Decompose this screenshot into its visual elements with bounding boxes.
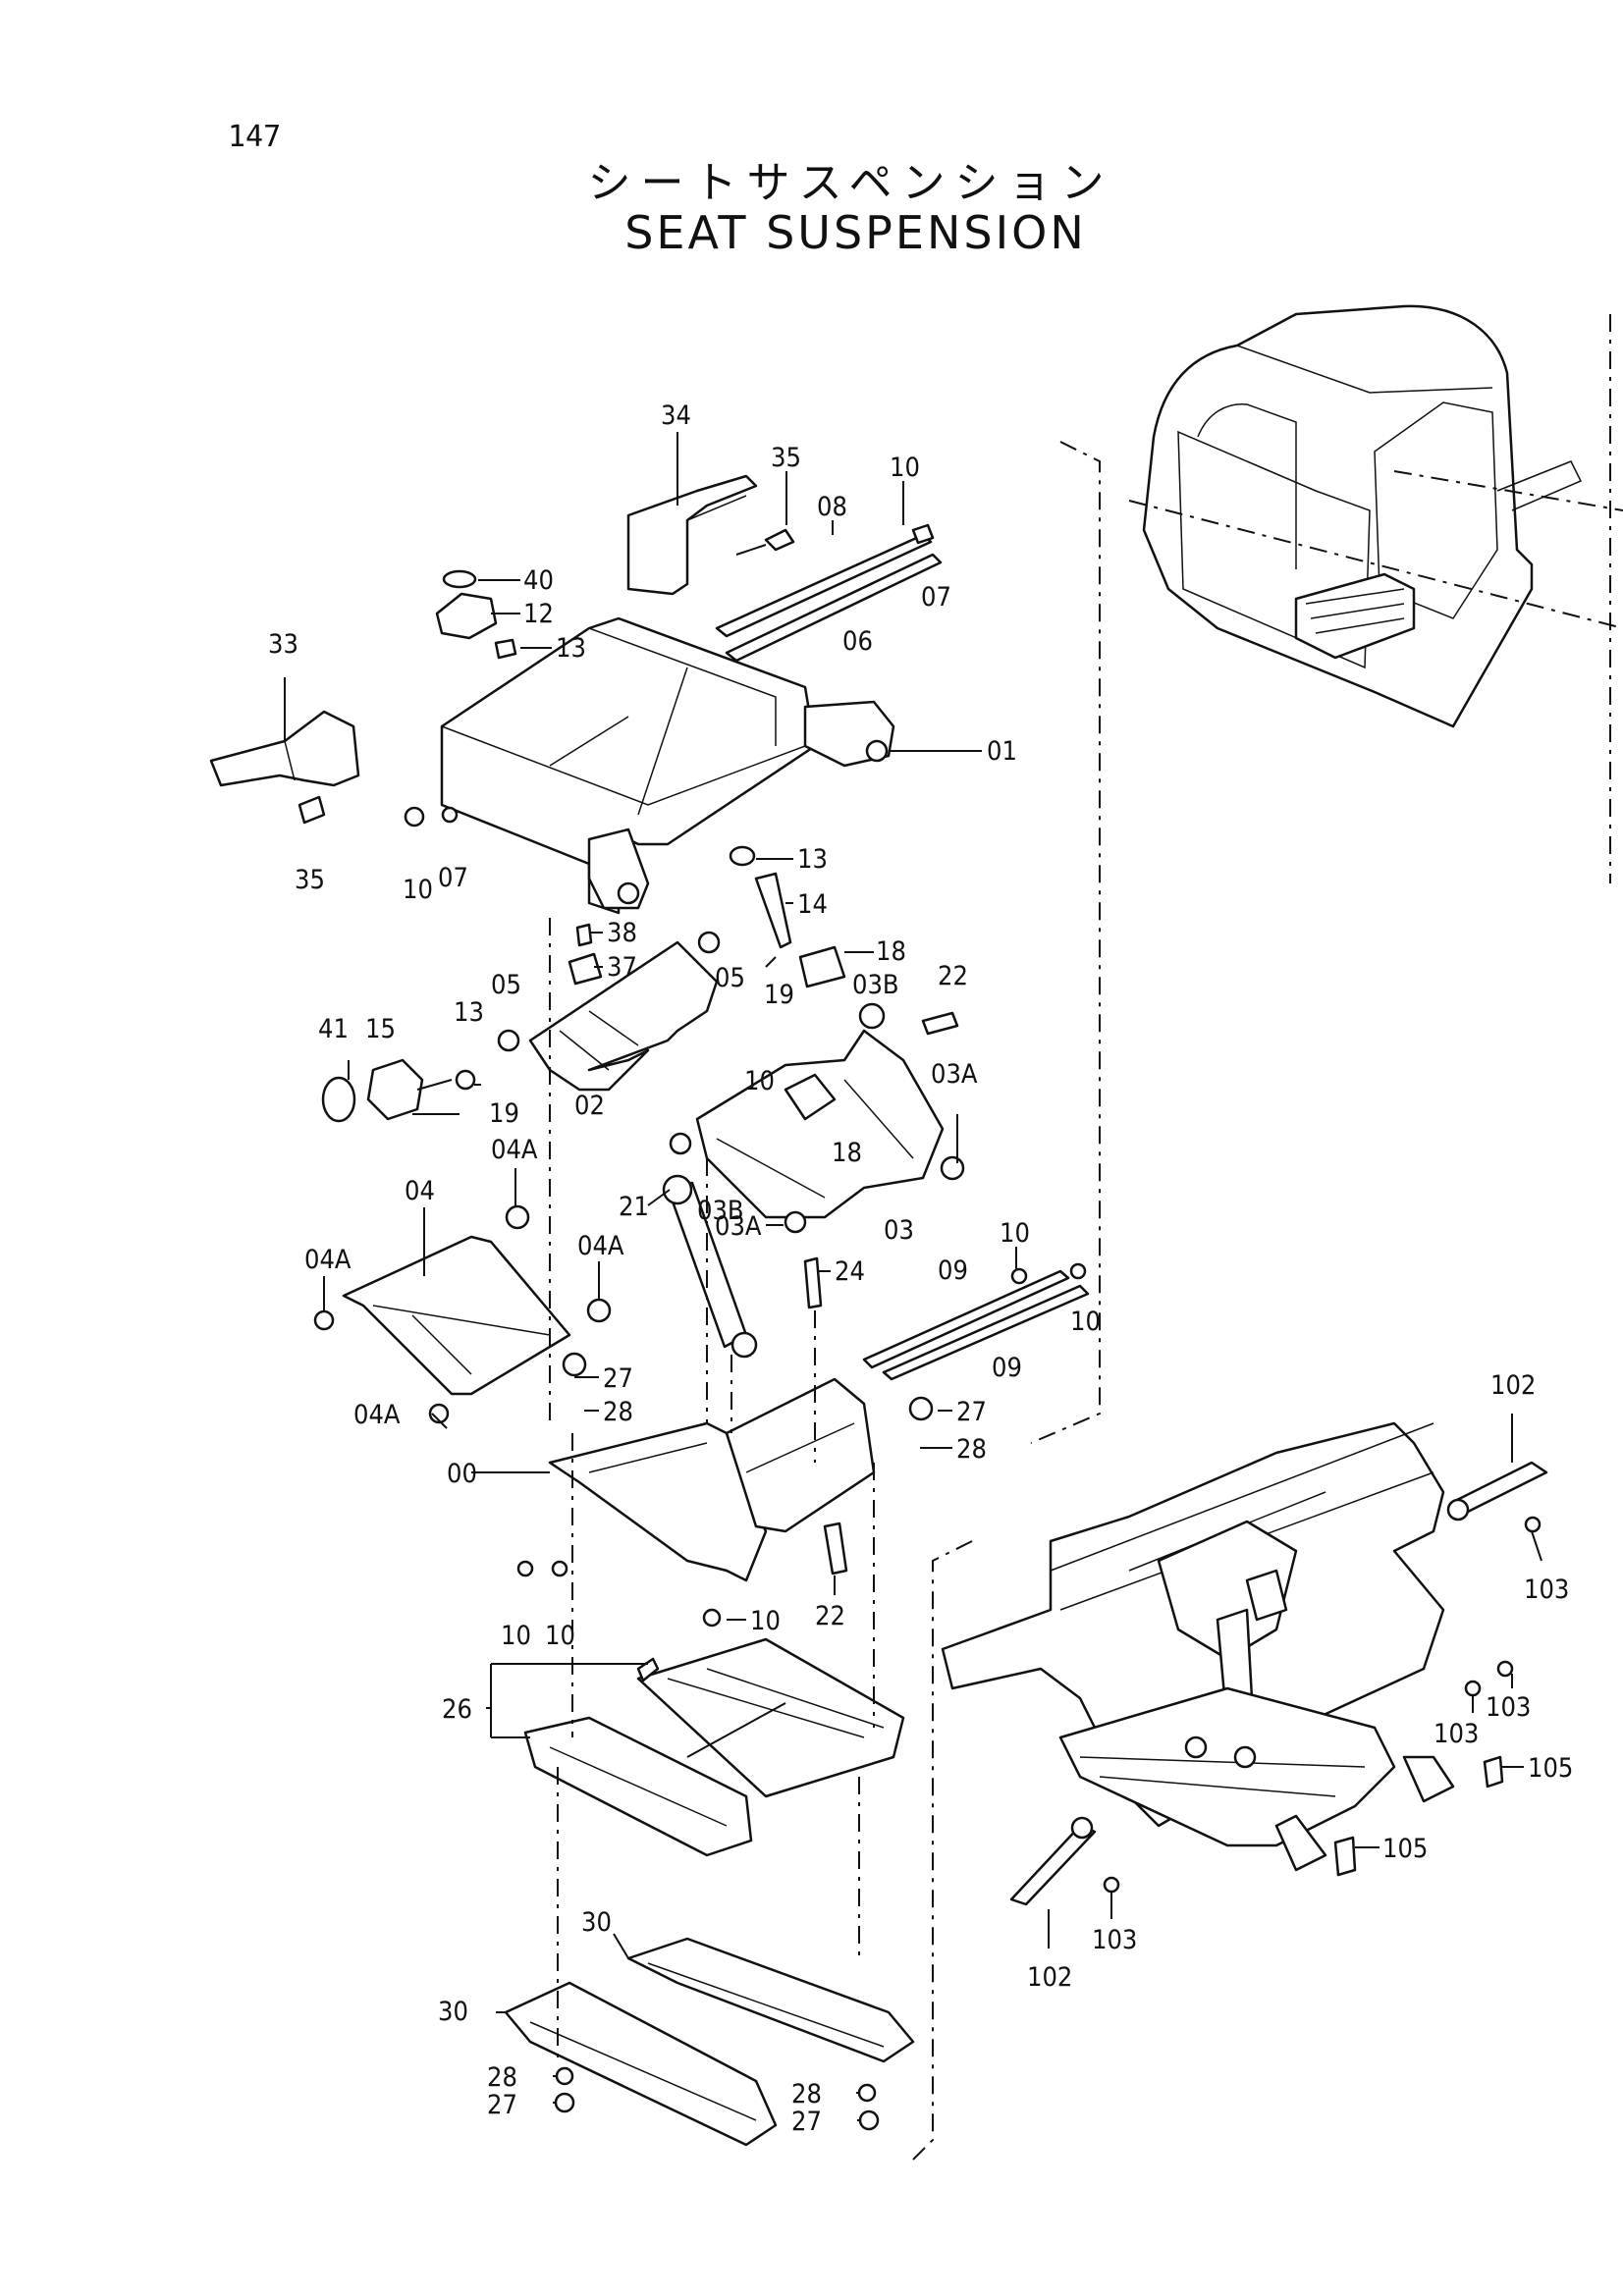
part-label-02: 02: [574, 1091, 605, 1121]
part-label-05: 05: [491, 970, 521, 1000]
part-label-27: 27: [603, 1363, 633, 1394]
part-label-01: 01: [987, 736, 1017, 767]
part-label-10: 10: [501, 1621, 531, 1651]
part-label-10: 10: [545, 1621, 575, 1651]
part-label-13: 13: [556, 633, 586, 664]
seat-suspension-exploded-view: [209, 441, 1101, 2161]
part-label-35: 35: [295, 865, 325, 895]
part-labels: 34 35 10 08 07 06 40 12 13 33 01 35 10 0…: [268, 400, 1573, 2137]
part-label-03: 03: [884, 1215, 914, 1246]
part-label-105: 105: [1528, 1753, 1573, 1784]
part-label-22: 22: [815, 1601, 845, 1631]
assembled-seat-suspension: [941, 1421, 1548, 1906]
part-label-103: 103: [1524, 1575, 1569, 1605]
part-label-00: 00: [447, 1459, 477, 1489]
part-label-28: 28: [603, 1397, 633, 1427]
part-label-103: 103: [1092, 1925, 1137, 1955]
part-label-27: 27: [487, 2090, 517, 2120]
part-label-34: 34: [661, 400, 691, 431]
part-label-102: 102: [1490, 1370, 1536, 1401]
part-label-28: 28: [487, 2062, 517, 2093]
part-label-33: 33: [268, 629, 298, 660]
part-label-07: 07: [921, 582, 951, 613]
part-label-30: 30: [438, 1997, 468, 2027]
part-label-28: 28: [791, 2079, 822, 2109]
part-label-19: 19: [764, 980, 794, 1010]
part-label-05: 05: [715, 963, 745, 993]
part-label-10: 10: [750, 1606, 781, 1636]
part-label-18: 18: [832, 1138, 862, 1168]
part-label-13: 13: [797, 844, 828, 875]
part-label-10: 10: [1070, 1307, 1101, 1337]
part-label-28: 28: [956, 1434, 987, 1465]
part-label-15: 15: [365, 1014, 396, 1044]
part-label-30: 30: [581, 1907, 612, 1938]
part-label-10: 10: [1000, 1218, 1030, 1249]
part-label-27: 27: [791, 2107, 822, 2137]
part-label-10: 10: [403, 875, 433, 905]
part-label-21: 21: [619, 1192, 649, 1222]
part-label-103: 103: [1434, 1719, 1479, 1749]
part-label-13: 13: [454, 997, 484, 1028]
part-label-38: 38: [607, 918, 637, 948]
part-label-35: 35: [771, 443, 801, 473]
part-label-09: 09: [992, 1353, 1022, 1383]
part-label-04A: 04A: [304, 1245, 352, 1275]
part-label-41: 41: [318, 1014, 349, 1044]
part-label-37: 37: [607, 952, 637, 983]
part-label-04: 04: [405, 1176, 435, 1206]
part-label-04A: 04A: [491, 1135, 538, 1165]
part-label-04A: 04A: [353, 1400, 401, 1430]
part-label-07: 07: [438, 863, 468, 893]
part-label-105: 105: [1382, 1834, 1428, 1864]
page-number: 147: [228, 120, 282, 154]
part-label-103: 103: [1486, 1692, 1531, 1723]
part-label-06: 06: [842, 626, 873, 657]
part-label-08: 08: [817, 492, 847, 522]
part-label-09: 09: [938, 1255, 968, 1286]
part-label-10: 10: [890, 453, 920, 483]
part-label-19: 19: [489, 1098, 519, 1129]
title-japanese: シートサスペンション: [587, 158, 1114, 208]
part-label-03B: 03B: [852, 970, 899, 1000]
cab-inset-illustration: [1128, 304, 1623, 883]
part-label-03A: 03A: [715, 1211, 762, 1242]
part-label-12: 12: [523, 599, 554, 629]
part-label-27: 27: [956, 1397, 987, 1427]
part-label-26: 26: [442, 1694, 472, 1725]
part-label-10: 10: [744, 1066, 775, 1096]
part-label-24: 24: [835, 1256, 865, 1287]
leader-lines: [284, 432, 1542, 2121]
part-label-03B: 03B: [697, 1196, 744, 1226]
part-label-04A: 04A: [577, 1231, 624, 1261]
part-label-40: 40: [523, 565, 554, 596]
part-label-18: 18: [876, 936, 906, 967]
part-label-03A: 03A: [931, 1059, 978, 1090]
part-label-14: 14: [797, 889, 828, 920]
part-label-22: 22: [938, 961, 968, 991]
part-label-102: 102: [1027, 1962, 1072, 1993]
title-english: SEAT SUSPENSION: [624, 206, 1087, 259]
